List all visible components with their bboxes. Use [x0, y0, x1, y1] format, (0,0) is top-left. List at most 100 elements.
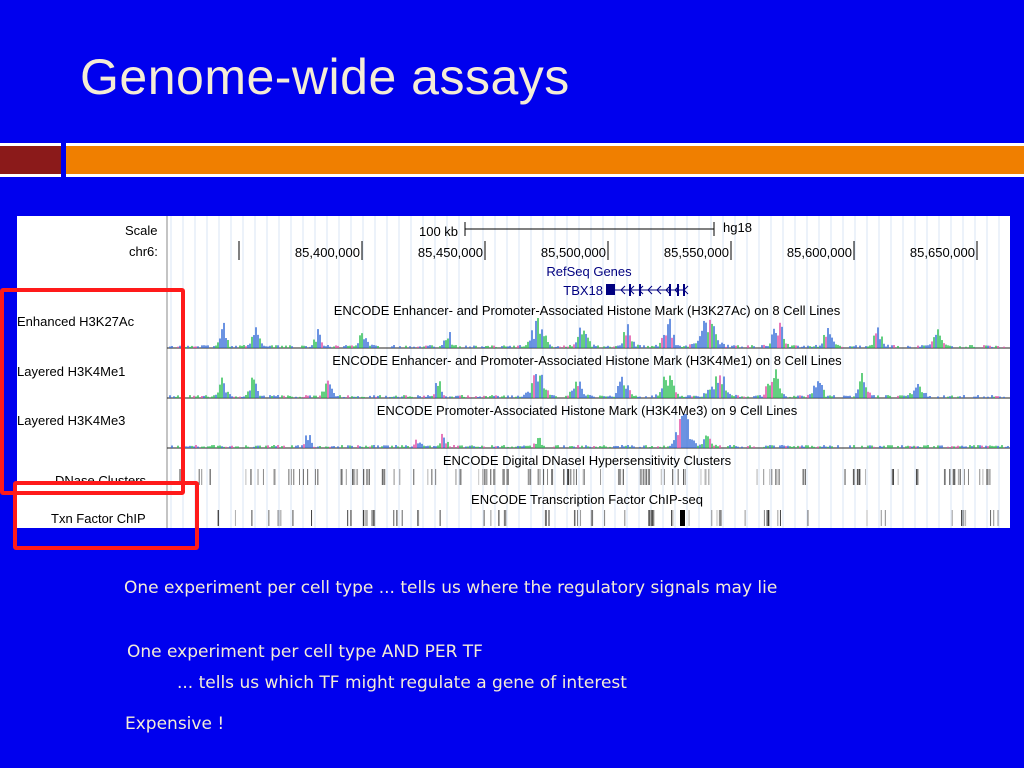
signal-bar	[473, 345, 475, 348]
dnase-cluster-mark	[677, 469, 679, 485]
signal-bar	[635, 395, 637, 398]
browser-tracks-svg[interactable]: 85,650,00085,600,00085,550,00085,500,000…	[17, 216, 1010, 528]
signal-bar	[191, 445, 193, 448]
tf-chip-mark	[990, 510, 992, 526]
signal-bar	[789, 346, 791, 348]
signal-bar	[551, 346, 553, 348]
signal-bar	[217, 392, 219, 398]
signal-bar	[747, 396, 749, 398]
signal-bar	[995, 396, 997, 398]
track-title-dnase[interactable]: ENCODE Digital DNaseI Hypersensitivity C…	[443, 453, 732, 468]
signal-bar	[521, 396, 523, 398]
signal-bar	[959, 346, 961, 348]
signal-bar	[943, 395, 945, 398]
signal-bar	[527, 391, 529, 398]
dnase-cluster-mark	[864, 469, 866, 485]
signal-bar	[223, 383, 225, 398]
signal-bar	[885, 395, 887, 398]
signal-bar	[195, 396, 197, 398]
dnase-cluster-mark	[368, 469, 370, 485]
signal-bar	[197, 446, 199, 448]
track-label-layered-h3k4me1[interactable]: Layered H3K4Me1	[17, 364, 126, 379]
signal-bar	[605, 396, 607, 398]
signal-bar	[295, 445, 297, 448]
signal-bar	[427, 445, 429, 448]
signal-bar	[455, 395, 457, 398]
signal-bar	[291, 346, 293, 348]
signal-bar	[911, 446, 913, 448]
signal-bar	[467, 446, 469, 448]
signal-bar	[837, 344, 839, 348]
signal-bar	[933, 446, 935, 448]
signal-bar	[303, 396, 305, 398]
signal-bar	[501, 346, 503, 348]
track-title-tfbs[interactable]: ENCODE Transcription Factor ChIP-seq	[471, 492, 703, 507]
signal-bar	[617, 386, 619, 398]
signal-bar	[923, 393, 925, 398]
signal-bar	[699, 396, 701, 398]
signal-bar	[217, 342, 219, 348]
dnase-cluster-mark	[365, 469, 368, 485]
signal-bar	[829, 395, 831, 398]
signal-bar	[917, 383, 919, 398]
signal-bar	[169, 395, 171, 398]
signal-bar	[315, 341, 317, 348]
refseq-track-title[interactable]: RefSeq Genes	[546, 264, 632, 279]
signal-bar	[587, 394, 589, 398]
tf-chip-mark	[490, 510, 492, 526]
signal-bar	[1001, 445, 1003, 448]
signal-bar	[605, 346, 607, 348]
dnase-cluster-mark	[317, 469, 319, 485]
signal-bar	[627, 385, 629, 398]
signal-bar	[823, 334, 825, 348]
signal-bar	[507, 395, 509, 398]
tf-chip-mark	[417, 510, 419, 526]
dnase-cluster-mark	[915, 469, 917, 485]
signal-bar	[683, 396, 685, 398]
track-title-h3k4me1[interactable]: ENCODE Enhancer- and Promoter-Associated…	[332, 353, 842, 368]
signal-bar	[289, 345, 291, 348]
signal-bar	[407, 396, 409, 398]
signal-bar	[351, 445, 353, 448]
tf-chip-mark	[544, 510, 547, 526]
gene-exon	[683, 284, 685, 296]
dnase-cluster-mark	[683, 469, 685, 485]
track-title-h3k27ac[interactable]: ENCODE Enhancer- and Promoter-Associated…	[334, 303, 841, 318]
dnase-cluster-mark	[957, 469, 959, 485]
signal-bar	[911, 394, 913, 398]
dnase-cluster-mark	[393, 469, 395, 485]
signal-bar	[229, 346, 231, 348]
signal-bar	[741, 396, 743, 398]
track-label-enhanced-h3k27ac[interactable]: Enhanced H3K27Ac	[17, 314, 135, 329]
signal-bar	[667, 385, 669, 398]
signal-bar	[827, 446, 829, 448]
signal-bar	[475, 396, 477, 398]
signal-bar	[999, 396, 1001, 398]
signal-bar	[813, 346, 815, 348]
dnase-cluster-mark	[893, 469, 895, 485]
signal-bar	[229, 446, 231, 448]
gene-label-tbx18[interactable]: TBX18	[563, 283, 603, 298]
track-title-h3k4me3[interactable]: ENCODE Promoter-Associated Histone Mark …	[377, 403, 798, 418]
dnase-cluster-mark	[684, 469, 686, 485]
signal-bar	[589, 446, 591, 448]
signal-bar	[899, 395, 901, 398]
dnase-cluster-mark	[979, 469, 981, 485]
signal-bar	[371, 344, 373, 348]
signal-bar	[171, 445, 173, 448]
signal-bar	[365, 338, 367, 348]
signal-bar	[301, 345, 303, 348]
signal-bar	[751, 345, 753, 348]
signal-bar	[997, 346, 999, 348]
signal-bar	[399, 346, 401, 348]
signal-bar	[667, 446, 669, 448]
track-label-txn-factor-chip[interactable]: Txn Factor ChIP	[51, 511, 146, 526]
tf-chip-mark	[347, 510, 349, 526]
signal-bar	[901, 445, 903, 448]
track-label-layered-h3k4me3[interactable]: Layered H3K4Me3	[17, 413, 126, 428]
tf-chip-mark	[505, 510, 507, 526]
signal-bar	[591, 346, 593, 348]
dnase-cluster-mark	[245, 469, 247, 485]
signal-bar	[873, 395, 875, 398]
signal-bar	[209, 446, 211, 448]
